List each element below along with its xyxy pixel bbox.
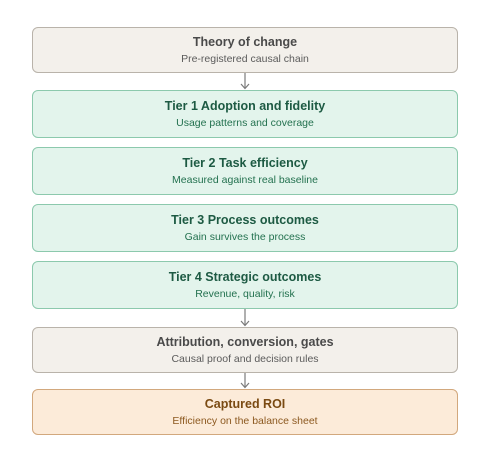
tier-4-title: Tier 4 Strategic outcomes xyxy=(168,270,322,284)
tier-1-subtitle: Usage patterns and coverage xyxy=(176,117,314,129)
tier-1-box: Tier 1 Adoption and fidelity Usage patte… xyxy=(32,90,458,138)
attribution-box: Attribution, conversion, gates Causal pr… xyxy=(32,327,458,373)
tier-3-title: Tier 3 Process outcomes xyxy=(171,213,319,227)
tier-1-title: Tier 1 Adoption and fidelity xyxy=(164,99,326,113)
theory-of-change-title: Theory of change xyxy=(192,35,298,49)
captured-roi-box: Captured ROI Efficiency on the balance s… xyxy=(32,389,458,435)
tier-2-box: Tier 2 Task efficiency Measured against … xyxy=(32,147,458,195)
attribution-subtitle: Causal proof and decision rules xyxy=(171,353,319,365)
tier-2-subtitle: Measured against real baseline xyxy=(172,174,318,186)
attribution-title: Attribution, conversion, gates xyxy=(156,335,334,349)
theory-of-change-subtitle: Pre-registered causal chain xyxy=(181,53,309,65)
tier-3-box: Tier 3 Process outcomes Gain survives th… xyxy=(32,204,458,252)
tier-2-title: Tier 2 Task efficiency xyxy=(182,156,308,170)
arrow-down-icon xyxy=(240,309,250,327)
tier-4-subtitle: Revenue, quality, risk xyxy=(195,288,295,300)
captured-roi-title: Captured ROI xyxy=(204,397,286,411)
captured-roi-subtitle: Efficiency on the balance sheet xyxy=(172,415,318,427)
tier-4-box: Tier 4 Strategic outcomes Revenue, quali… xyxy=(32,261,458,309)
arrow-down-icon xyxy=(240,373,250,389)
arrow-down-icon xyxy=(240,73,250,90)
tier-3-subtitle: Gain survives the process xyxy=(184,231,306,243)
theory-of-change-box: Theory of change Pre-registered causal c… xyxy=(32,27,458,73)
